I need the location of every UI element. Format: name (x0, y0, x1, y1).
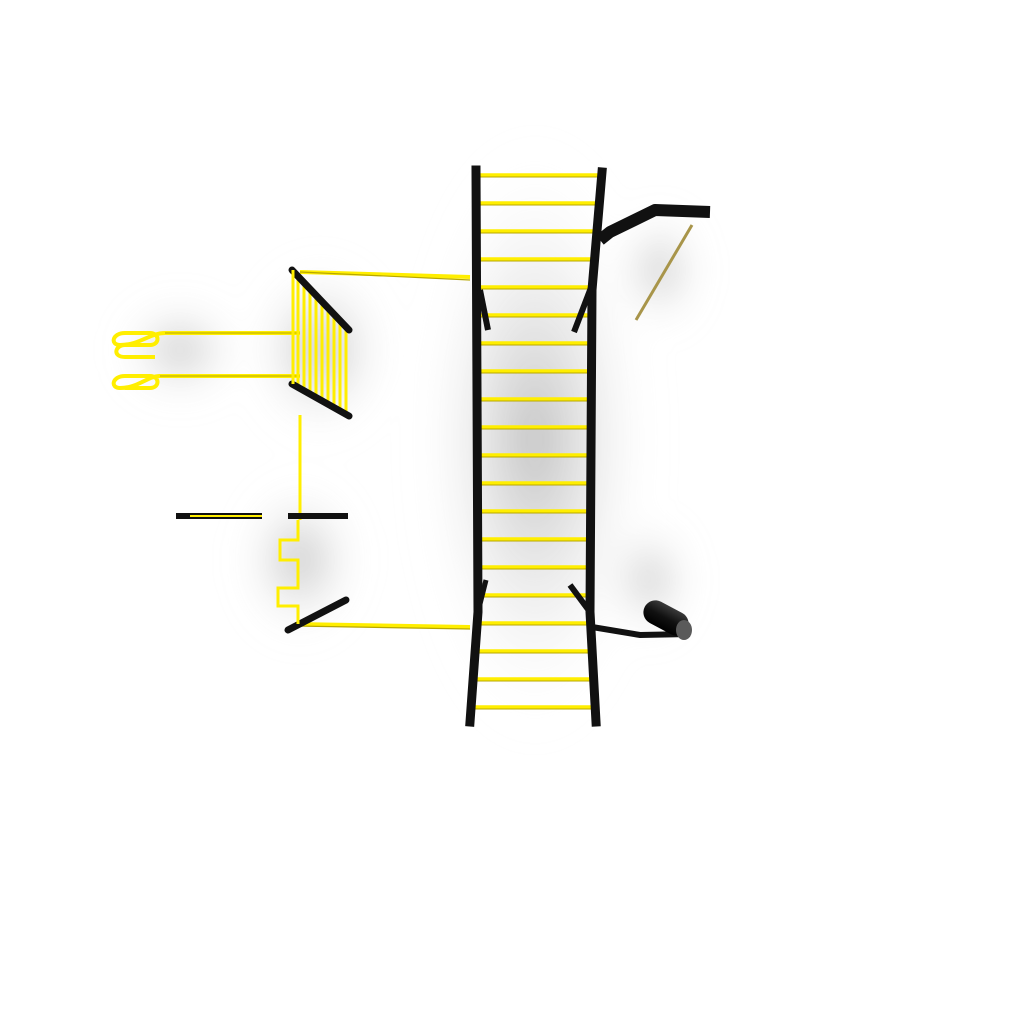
horizontal-ladder (465, 165, 607, 727)
parallel-bars (176, 513, 350, 634)
roller-log (591, 600, 692, 640)
side-ladder (288, 266, 353, 420)
spring-loops (111, 331, 300, 391)
ladder-right-rail (585, 167, 607, 727)
stepped-beam (276, 520, 300, 624)
side-ladder-rungs (296, 275, 348, 414)
pull-up-bar-with-rope (596, 204, 711, 321)
rope (634, 224, 694, 321)
connecting-bars (294, 270, 471, 630)
horizontal-ladder-rungs (470, 173, 600, 710)
